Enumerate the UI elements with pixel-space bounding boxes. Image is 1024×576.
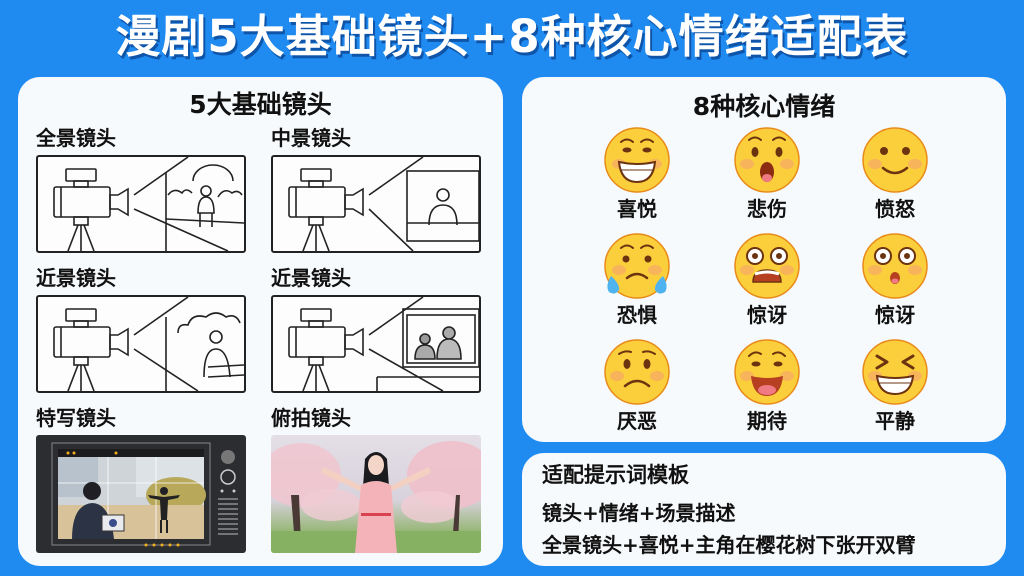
emotion-item-surprise-fearful: 惊讶	[712, 232, 822, 328]
emotion-label: 惊讶	[875, 303, 915, 327]
emotion-item-joy: 喜悦	[582, 126, 692, 222]
shot-card-wide: 全景镜头	[36, 125, 246, 253]
emotion-label: 期待	[747, 409, 787, 433]
page-title: 漫剧5大基础镜头+8种核心情绪适配表	[115, 10, 909, 63]
closeup-shot-monitor-image	[36, 435, 246, 553]
emotion-item-fear: 恐惧	[582, 232, 692, 328]
video-camera-icon	[288, 308, 364, 391]
grinning-face-icon	[604, 127, 670, 193]
happy-open-mouth-face-icon	[734, 339, 800, 405]
emotions-panel: 8种核心情绪 喜悦 悲伤	[522, 77, 1006, 442]
emotion-label: 愤怒	[875, 197, 915, 221]
shot-label: 俯拍镜头	[271, 406, 351, 430]
emotion-item-sadness: 悲伤	[712, 126, 822, 222]
frowning-face-icon	[604, 339, 670, 405]
video-camera-icon	[288, 168, 364, 251]
emotions-panel-title: 8种核心情绪	[692, 92, 836, 121]
shot-label: 中景镜头	[271, 126, 351, 150]
emotion-item-anger: 愤怒	[840, 126, 950, 222]
shot-label: 全景镜头	[36, 126, 116, 150]
squinting-grin-face-icon	[862, 339, 928, 405]
video-camera-icon	[53, 168, 129, 251]
shot-card-medium: 中景镜头	[271, 125, 481, 253]
prompt-template-title: 适配提示词模板	[542, 463, 689, 487]
wide-shot-illustration	[36, 155, 246, 253]
prompt-template-example: 全景镜头+喜悦+主角在樱花树下张开双臂	[542, 533, 916, 557]
overhead-shot-cherry-blossom-image	[271, 435, 481, 553]
emotion-label: 恐惧	[617, 303, 657, 327]
slight-smile-face-icon	[862, 127, 928, 193]
emotion-item-surprise: 惊讶	[840, 232, 950, 328]
emotion-label: 喜悦	[617, 197, 657, 221]
shot-label: 特写镜头	[36, 406, 116, 430]
emotion-label: 平静	[875, 409, 915, 433]
shot-card-close: 近景镜头	[36, 265, 246, 393]
video-camera-icon	[53, 308, 129, 391]
emotion-label: 悲伤	[747, 197, 787, 221]
shot-label: 近景镜头	[271, 266, 351, 290]
emotion-item-anticipation: 期待	[712, 338, 822, 434]
close-shot-illustration	[36, 295, 246, 393]
crying-tears-face-icon	[604, 233, 670, 299]
emotion-item-disgust: 厌恶	[582, 338, 692, 434]
surprised-open-mouth-face-icon	[734, 127, 800, 193]
shot-card-overhead: 俯拍镜头	[271, 405, 481, 553]
prompt-template-panel: 适配提示词模板 镜头+情绪+场景描述 全景镜头+喜悦+主角在樱花树下张开双臂	[522, 453, 1006, 566]
emotion-label: 惊讶	[747, 303, 787, 327]
shots-panel: 5大基础镜头 全景镜头	[18, 77, 503, 566]
prompt-template-formula: 镜头+情绪+场景描述	[542, 501, 736, 525]
emotion-label: 厌恶	[617, 409, 657, 433]
shot-card-closeup: 特写镜头	[36, 405, 246, 553]
close-shot-two-people-illustration	[271, 295, 481, 393]
shot-card-close-two: 近景镜头	[271, 265, 481, 393]
fearful-wide-eyes-face-icon	[734, 233, 800, 299]
shot-label: 近景镜头	[36, 266, 116, 290]
medium-shot-illustration	[271, 155, 481, 253]
shots-panel-title: 5大基础镜头	[189, 90, 332, 119]
astonished-wide-eyes-face-icon	[862, 233, 928, 299]
emotion-item-calm: 平静	[840, 338, 950, 434]
